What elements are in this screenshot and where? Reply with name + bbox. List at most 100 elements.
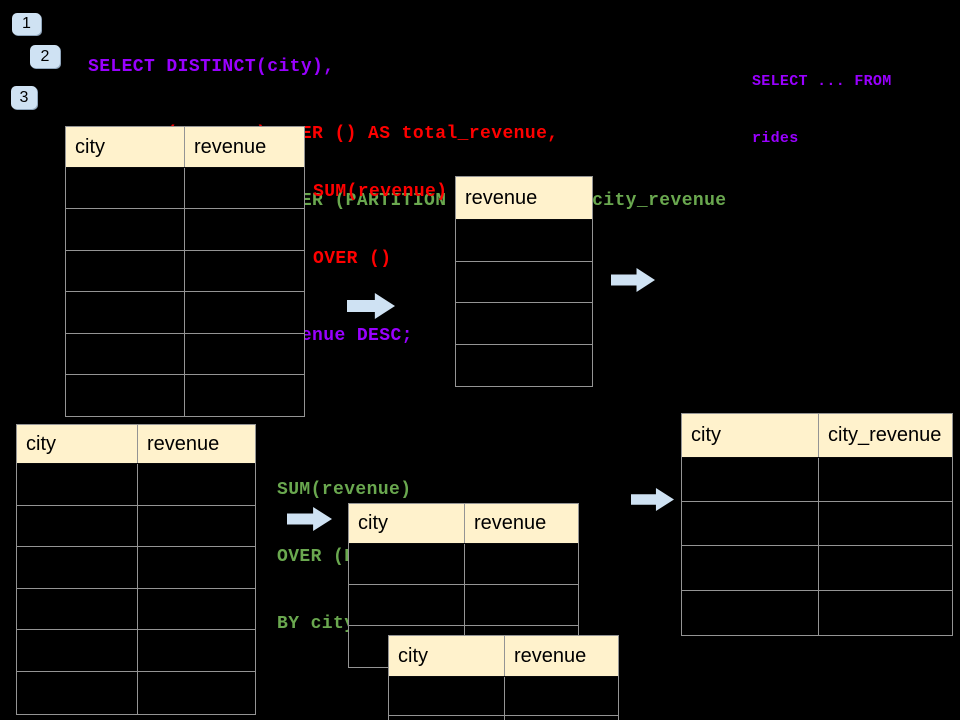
- rides-table-bottom-table: city revenue: [16, 424, 256, 715]
- table-row: [682, 546, 952, 591]
- header-cell-revenue: revenue: [504, 636, 618, 676]
- partition-group-2-table: city revenue: [388, 635, 619, 720]
- table-cell: [17, 589, 137, 630]
- table-row: [66, 209, 304, 251]
- annotation-line: SUM(revenue): [313, 181, 448, 202]
- table-row: [389, 716, 618, 720]
- table-row: [349, 544, 578, 585]
- table-cell: [66, 251, 184, 291]
- table-row: [682, 590, 952, 635]
- table-cell: [818, 458, 952, 502]
- table-cell: [184, 333, 304, 374]
- table-cell: [17, 672, 137, 714]
- table-header-row: city city_revenue: [682, 414, 952, 458]
- city-revenue-result-table: city city_revenue: [681, 413, 953, 636]
- table-cell: [66, 375, 184, 416]
- table-cell: [456, 345, 592, 387]
- table-row: [66, 292, 304, 334]
- table-cell: [456, 303, 592, 344]
- table-cell: [349, 544, 464, 584]
- table-cell: [17, 464, 137, 505]
- table-cell: [66, 209, 184, 249]
- table-cell: [17, 630, 137, 671]
- table-row: [682, 502, 952, 547]
- table-row: [17, 547, 255, 589]
- table-cell: [66, 292, 184, 332]
- rides-table-top-table: city revenue: [65, 126, 305, 418]
- table-row: [66, 250, 304, 293]
- table-row: [66, 168, 304, 210]
- header-cell-city: city: [26, 432, 56, 455]
- table-cell: [504, 716, 618, 720]
- table-cell: [682, 458, 818, 501]
- table-cell: [137, 671, 255, 714]
- table-row: [456, 220, 592, 262]
- table-cell: [137, 588, 255, 630]
- table-row: [17, 464, 255, 506]
- table-cell: [137, 630, 255, 671]
- table-cell: [818, 546, 952, 590]
- table-header-row: city revenue: [66, 127, 304, 168]
- step-badge-1: 1: [12, 13, 41, 35]
- table-cell: [17, 506, 137, 547]
- table-cell: [66, 168, 184, 208]
- table-cell: [349, 585, 464, 625]
- table-cell: [504, 677, 618, 715]
- table-row: [456, 303, 592, 345]
- table-cell: [137, 505, 255, 547]
- table-row: [456, 345, 592, 387]
- sql-line-select: SELECT DISTINCT(city),: [88, 56, 335, 77]
- header-cell-city: city: [691, 424, 721, 446]
- total-revenue-result-table: revenue: [455, 176, 593, 387]
- table-header-row: revenue: [456, 177, 592, 220]
- flow-arrow-right-icon: [631, 488, 674, 511]
- table-header-row: city revenue: [389, 636, 618, 677]
- side-note-select-from-rides: SELECT ... FROM rides: [752, 34, 892, 186]
- table-header-row: city revenue: [17, 425, 255, 464]
- table-cell: [682, 502, 818, 545]
- header-cell-city: city: [358, 512, 388, 534]
- table-row: [17, 671, 255, 714]
- table-cell: [184, 168, 304, 209]
- table-row: [349, 585, 578, 626]
- table-cell: [66, 334, 184, 374]
- table-cell: [818, 590, 952, 635]
- annotation-line: SUM(revenue): [277, 479, 412, 500]
- table-row: [17, 630, 255, 672]
- table-cell: [389, 677, 504, 715]
- header-cell-city: city: [75, 135, 105, 158]
- table-cell: [456, 220, 592, 261]
- table-cell: [464, 585, 578, 625]
- annotation-line: OVER (): [313, 249, 392, 270]
- table-cell: [184, 209, 304, 250]
- table-cell: [184, 250, 304, 292]
- step-badge-2: 2: [30, 45, 60, 68]
- header-cell-revenue: revenue: [184, 127, 304, 167]
- table-cell: [682, 546, 818, 589]
- table-cell: [456, 262, 592, 303]
- side-note-line: SELECT ... FROM: [752, 73, 892, 90]
- table-row: [66, 374, 304, 417]
- header-cell-revenue: revenue: [137, 425, 255, 463]
- table-cell: [137, 547, 255, 588]
- table-row: [389, 677, 618, 716]
- table-cell: [682, 591, 818, 635]
- table-row: [456, 262, 592, 303]
- side-note-line: rides: [752, 130, 799, 147]
- table-row: [17, 505, 255, 548]
- table-row: [17, 588, 255, 631]
- table-cell: [464, 544, 578, 584]
- header-cell-city: city: [398, 644, 428, 667]
- table-cell: [184, 374, 304, 417]
- header-cell-city_revenue: city_revenue: [818, 414, 952, 457]
- table-cell: [389, 716, 504, 720]
- table-row: [66, 333, 304, 375]
- table-row: [682, 458, 952, 503]
- table-cell: [184, 292, 304, 333]
- annotation-sum-over-all: SUM(revenue) OVER (): [313, 136, 447, 315]
- table-cell: [17, 547, 137, 588]
- table-cell: [137, 464, 255, 505]
- header-cell-revenue: revenue: [465, 186, 538, 209]
